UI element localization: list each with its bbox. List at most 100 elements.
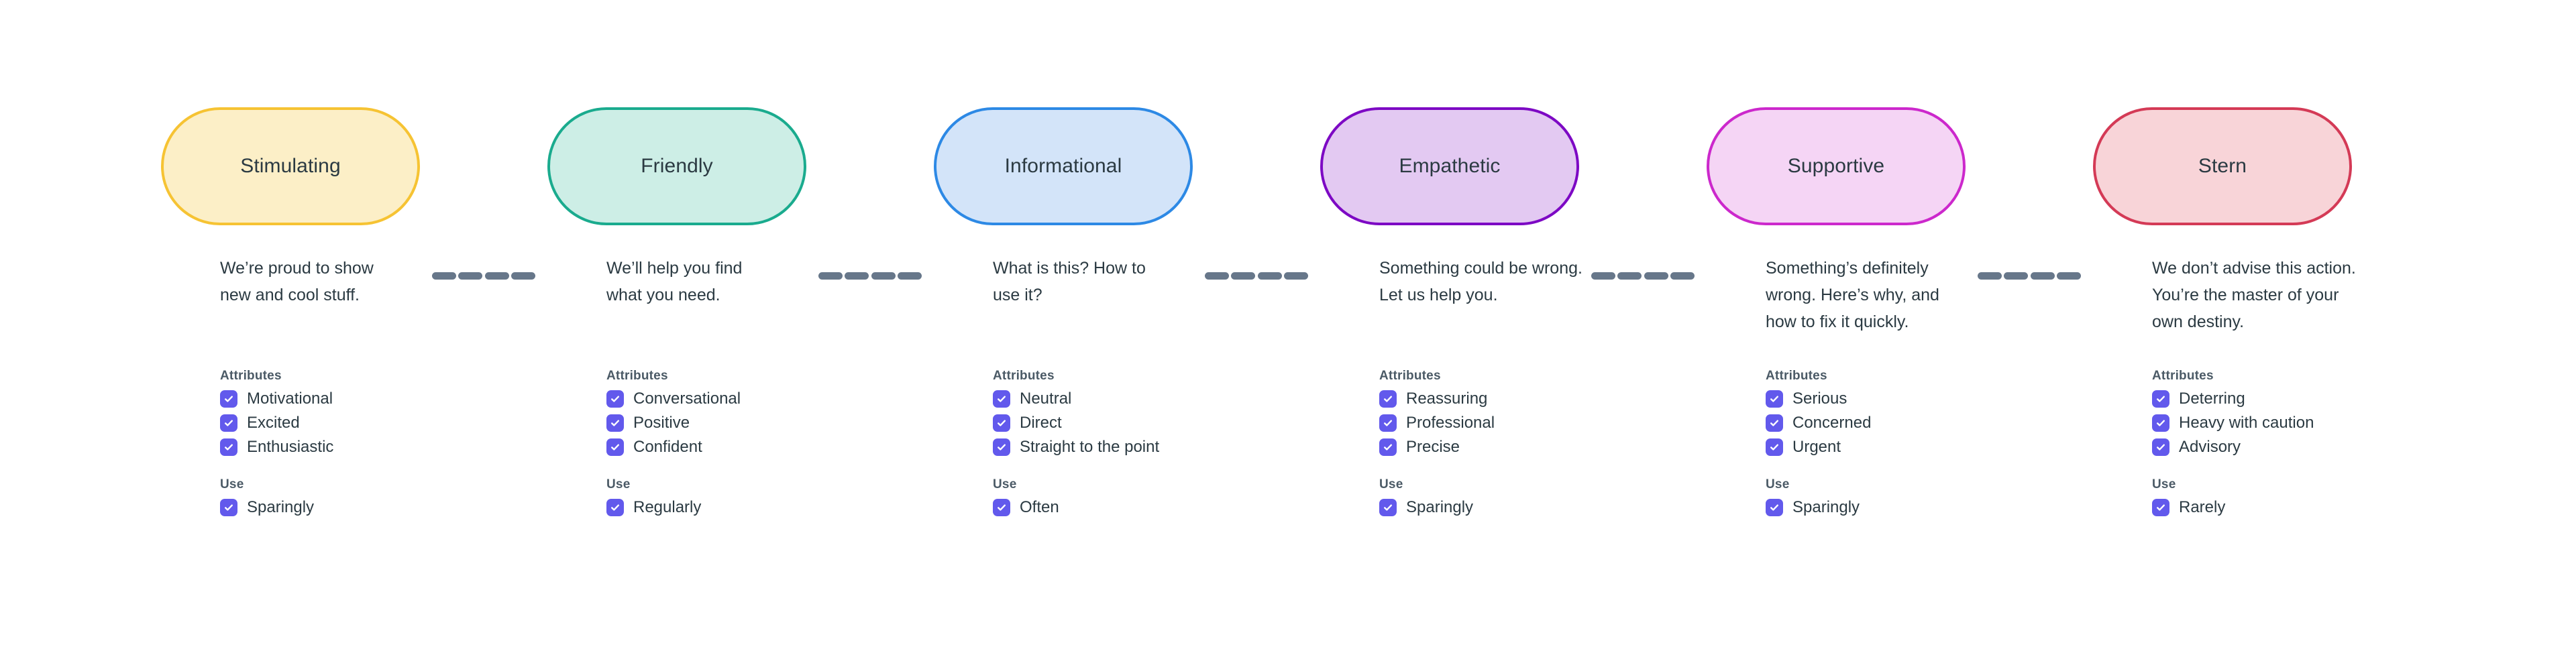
checkmark-icon[interactable] <box>993 438 1010 456</box>
checkmark-icon[interactable] <box>2152 414 2169 432</box>
tone-pill-supportive[interactable]: Supportive <box>1707 107 1966 225</box>
checkbox-row-informational-use-0[interactable]: Often <box>993 498 1281 516</box>
pill-title-friendly: Friendly <box>641 155 713 177</box>
checkmark-icon[interactable] <box>606 498 624 516</box>
checkbox-label: Often <box>1020 498 1059 516</box>
connector-dash <box>1231 272 1256 280</box>
checkbox-row-friendly-attr-2[interactable]: Confident <box>606 438 895 456</box>
tone-pill-empathetic[interactable]: Empathetic <box>1320 107 1579 225</box>
checkmark-icon[interactable] <box>2152 438 2169 456</box>
group-spacer <box>220 462 508 477</box>
checkmark-icon[interactable] <box>220 390 237 408</box>
connector-dash <box>2004 272 2029 280</box>
checkmark-icon[interactable] <box>1379 390 1397 408</box>
checkbox-row-empathetic-attr-0[interactable]: Reassuring <box>1379 390 1668 408</box>
pill-shape-stern[interactable]: Stern <box>2093 107 2352 225</box>
checkbox-row-stimulating-attr-2[interactable]: Enthusiastic <box>220 438 508 456</box>
tone-description-friendly: We’ll help you find what you need. <box>606 259 743 304</box>
checkmark-icon[interactable] <box>220 438 237 456</box>
use-heading-empathetic: Use <box>1379 477 1403 491</box>
dashed-connector-friendly <box>818 272 922 280</box>
checkbox-label: Concerned <box>1792 414 1872 432</box>
checkbox-row-supportive-use-0[interactable]: Sparingly <box>1766 498 2054 516</box>
pill-title-stimulating: Stimulating <box>240 155 341 177</box>
checkbox-row-stimulating-attr-1[interactable]: Excited <box>220 414 508 432</box>
checkmark-icon[interactable] <box>1379 438 1397 456</box>
checkbox-row-stimulating-attr-0[interactable]: Motivational <box>220 390 508 408</box>
connector-dash <box>1644 272 1668 280</box>
tone-description-informational: What is this? How to use it? <box>993 259 1146 304</box>
use-heading-supportive: Use <box>1766 477 1790 491</box>
connector-dash <box>1617 272 1642 280</box>
checkbox-row-informational-attr-2[interactable]: Straight to the point <box>993 438 1281 456</box>
connector-dash <box>511 272 535 280</box>
checkbox-row-supportive-attr-2[interactable]: Urgent <box>1766 438 2054 456</box>
tone-pill-informational[interactable]: Informational <box>934 107 1193 225</box>
checkmark-icon[interactable] <box>1379 498 1397 516</box>
checkmark-icon[interactable] <box>606 438 624 456</box>
checkbox-row-informational-attr-0[interactable]: Neutral <box>993 390 1281 408</box>
checkbox-row-empathetic-attr-1[interactable]: Professional <box>1379 414 1668 432</box>
checkbox-row-supportive-attr-1[interactable]: Concerned <box>1766 414 2054 432</box>
checkmark-icon[interactable] <box>1766 438 1783 456</box>
checkbox-label: Professional <box>1406 414 1495 432</box>
group-spacer <box>1766 462 2054 477</box>
use-heading-stimulating: Use <box>220 477 244 491</box>
tone-description-stern: We don’t advise this action. You’re the … <box>2152 259 2356 331</box>
checkmark-icon[interactable] <box>1766 414 1783 432</box>
checkmark-icon[interactable] <box>993 390 1010 408</box>
checkbox-label: Conversational <box>633 390 741 408</box>
checkbox-row-empathetic-use-0[interactable]: Sparingly <box>1379 498 1668 516</box>
connector-dash <box>458 272 483 280</box>
checkmark-icon[interactable] <box>606 390 624 408</box>
checkbox-row-informational-attr-1[interactable]: Direct <box>993 414 1281 432</box>
checkbox-row-friendly-attr-0[interactable]: Conversational <box>606 390 895 408</box>
checkbox-row-friendly-attr-1[interactable]: Positive <box>606 414 895 432</box>
checkbox-row-empathetic-attr-2[interactable]: Precise <box>1379 438 1668 456</box>
checkbox-row-stern-attr-1[interactable]: Heavy with caution <box>2152 414 2440 432</box>
checkmark-icon[interactable] <box>2152 390 2169 408</box>
pill-shape-stimulating[interactable]: Stimulating <box>161 107 420 225</box>
checkbox-label: Deterring <box>2179 390 2245 408</box>
connector-dash <box>1670 272 1695 280</box>
checkbox-label: Neutral <box>1020 390 1072 408</box>
checkbox-row-stern-use-0[interactable]: Rarely <box>2152 498 2440 516</box>
pill-shape-informational[interactable]: Informational <box>934 107 1193 225</box>
connector-dash <box>432 272 456 280</box>
checkbox-row-stimulating-use-0[interactable]: Sparingly <box>220 498 508 516</box>
checkmark-icon[interactable] <box>993 498 1010 516</box>
pill-shape-supportive[interactable]: Supportive <box>1707 107 1966 225</box>
connector-dash <box>2030 272 2055 280</box>
checkmark-icon[interactable] <box>220 498 237 516</box>
tone-pill-friendly[interactable]: Friendly <box>547 107 806 225</box>
checkbox-row-stern-attr-0[interactable]: Deterring <box>2152 390 2440 408</box>
pill-title-stern: Stern <box>2198 155 2247 177</box>
checkmark-icon[interactable] <box>1766 390 1783 408</box>
checkbox-row-stern-attr-2[interactable]: Advisory <box>2152 438 2440 456</box>
checkbox-label: Positive <box>633 414 690 432</box>
checkmark-icon[interactable] <box>220 414 237 432</box>
group-spacer <box>606 462 895 477</box>
checkbox-label: Sparingly <box>1406 498 1474 516</box>
checkmark-icon[interactable] <box>993 414 1010 432</box>
checkbox-row-supportive-attr-0[interactable]: Serious <box>1766 390 2054 408</box>
pill-shape-friendly[interactable]: Friendly <box>547 107 806 225</box>
checkbox-label: Precise <box>1406 438 1460 456</box>
use-heading-friendly: Use <box>606 477 631 491</box>
checkbox-row-friendly-use-0[interactable]: Regularly <box>606 498 895 516</box>
pill-title-empathetic: Empathetic <box>1399 155 1501 177</box>
tone-pill-stimulating[interactable]: Stimulating <box>161 107 420 225</box>
use-heading-informational: Use <box>993 477 1017 491</box>
tone-pill-stern[interactable]: Stern <box>2093 107 2352 225</box>
checkmark-icon[interactable] <box>1379 414 1397 432</box>
pill-shape-empathetic[interactable]: Empathetic <box>1320 107 1579 225</box>
checkmark-icon[interactable] <box>1766 498 1783 516</box>
checkmark-icon[interactable] <box>2152 498 2169 516</box>
checkmark-icon[interactable] <box>606 414 624 432</box>
checkbox-label: Heavy with caution <box>2179 414 2314 432</box>
checkbox-label: Enthusiastic <box>247 438 334 456</box>
